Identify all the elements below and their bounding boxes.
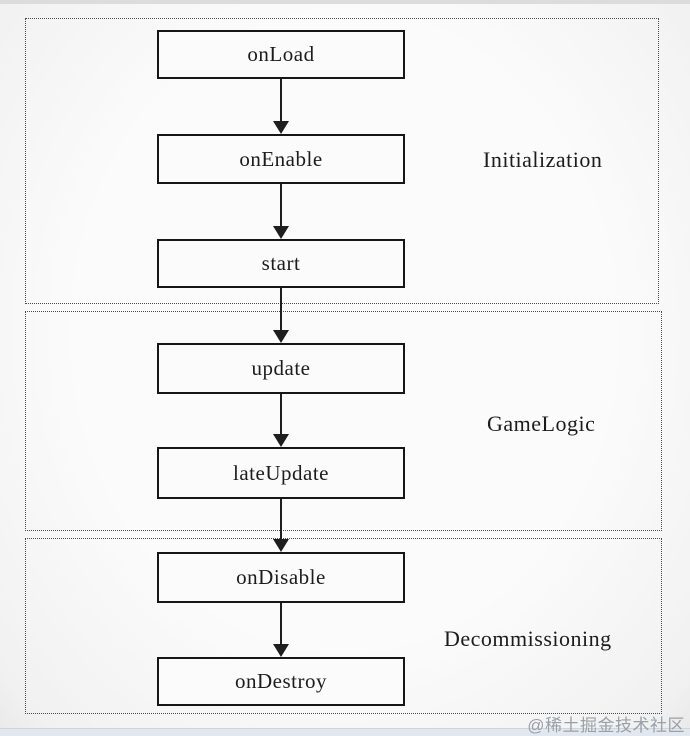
- node-update-label: update: [251, 356, 311, 380]
- arrow-down-icon: [273, 79, 289, 134]
- watermark: @稀土掘金技术社区: [527, 716, 685, 735]
- node-ondisable-label: onDisable: [236, 565, 326, 589]
- node-lateupdate: lateUpdate: [157, 447, 405, 499]
- arrow-shaft: [280, 79, 282, 123]
- node-onload-label: onLoad: [247, 42, 315, 66]
- section-frame-initialization: [25, 18, 659, 304]
- node-onload: onLoad: [157, 30, 405, 79]
- node-onenable-label: onEnable: [239, 146, 323, 171]
- arrow-shaft: [280, 394, 282, 436]
- section-label-gamelogic: GameLogic: [487, 411, 596, 436]
- section-label-initialization: Initialization: [483, 147, 603, 172]
- arrowhead-icon: [273, 330, 289, 343]
- arrow-shaft: [280, 499, 282, 541]
- arrow-down-icon: [273, 394, 289, 447]
- arrowhead-icon: [273, 644, 289, 657]
- arrow-shaft: [280, 288, 282, 332]
- arrow-shaft: [280, 184, 282, 228]
- node-update: update: [157, 343, 405, 394]
- arrowhead-icon: [273, 226, 289, 239]
- section-label-decommissioning: Decommissioning: [444, 626, 612, 651]
- arrow-down-icon: [273, 184, 289, 239]
- node-start: start: [157, 239, 405, 288]
- arrowhead-icon: [273, 434, 289, 447]
- section-frame-decommissioning: [25, 538, 662, 714]
- node-lateupdate-label: lateUpdate: [233, 460, 329, 485]
- top-edge-strip: [0, 0, 690, 4]
- arrow-down-icon: [273, 288, 289, 343]
- node-ondestroy-label: onDestroy: [235, 669, 327, 693]
- arrow-down-icon: [273, 499, 289, 552]
- section-frame-gamelogic: [25, 311, 662, 531]
- node-ondisable: onDisable: [157, 552, 405, 603]
- node-start-label: start: [261, 251, 301, 275]
- arrow-down-icon: [273, 603, 289, 657]
- node-ondestroy: onDestroy: [157, 657, 405, 706]
- node-onenable: onEnable: [157, 134, 405, 184]
- arrow-shaft: [280, 603, 282, 646]
- bottom-edge-strip: [0, 728, 690, 736]
- arrowhead-icon: [273, 121, 289, 134]
- arrowhead-icon: [273, 539, 289, 552]
